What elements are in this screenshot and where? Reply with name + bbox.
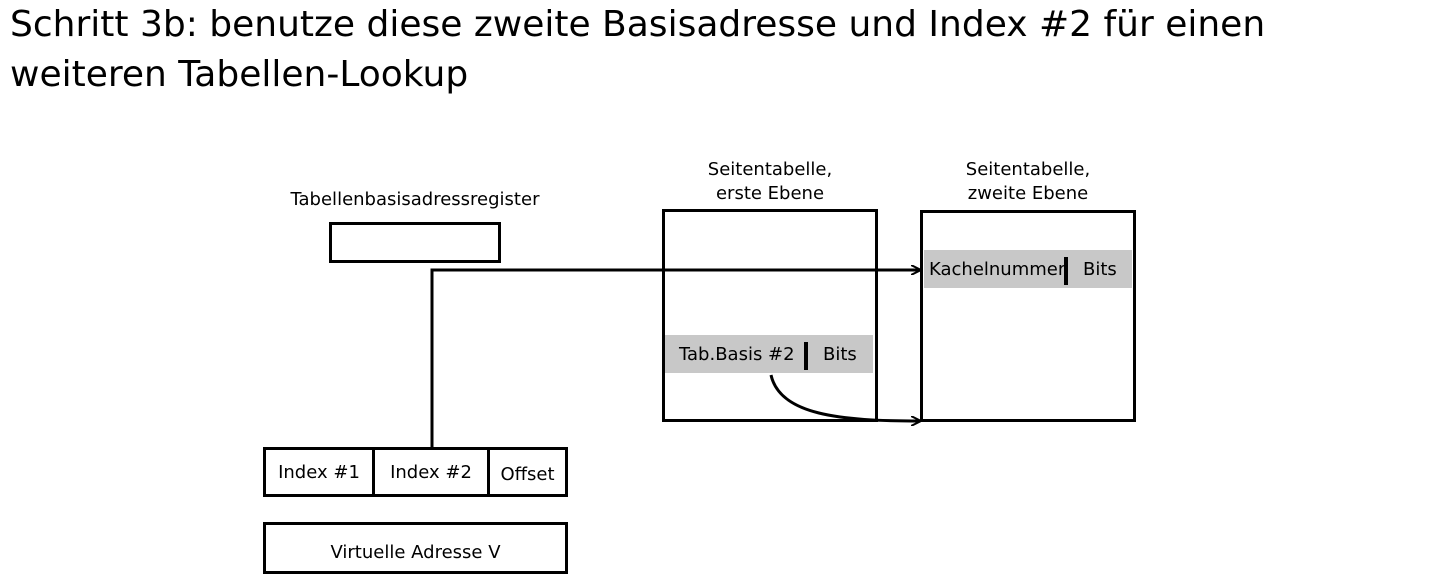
field-index-2: Index #2 — [390, 461, 472, 483]
table2-entry-frame: Kachelnummer — [929, 259, 1066, 280]
slide-title: Schritt 3b: benutze diese zweite Basisad… — [10, 4, 1266, 95]
table1-label-line2: erste Ebene — [715, 183, 825, 204]
register-label: Tabellenbasisadressregister — [290, 189, 540, 210]
table2-label-line1: Seitentabelle, — [965, 159, 1091, 180]
virtual-address-box — [263, 522, 568, 574]
virtual-address-fields — [263, 447, 568, 497]
field-divider-2 — [487, 449, 490, 495]
field-offset: Offset — [500, 463, 555, 485]
table1-label: Seitentabelle, erste Ebene — [670, 158, 870, 206]
table1-entry-divider — [804, 342, 808, 370]
base2-to-table2-arrow — [769, 374, 920, 421]
table2-entry-bits: Bits — [1083, 259, 1117, 280]
table2-entry-divider — [1064, 257, 1068, 285]
table1-entry-base: Tab.Basis #2 — [679, 344, 795, 365]
table1-box — [662, 209, 878, 422]
table2-label: Seitentabelle, zweite Ebene — [928, 158, 1128, 206]
register-box — [329, 222, 501, 263]
field-divider-1 — [372, 449, 375, 495]
table2-label-line2: zweite Ebene — [967, 183, 1089, 204]
table2-box — [920, 210, 1136, 422]
virtual-address-label: Virtuelle Adresse V — [330, 541, 501, 563]
table1-entry-bits: Bits — [823, 344, 857, 365]
table1-entry: Tab.Basis #2 Bits — [665, 335, 873, 373]
field-index-1: Index #1 — [278, 461, 360, 483]
index2-to-frame-arrow — [430, 270, 920, 447]
table1-label-line1: Seitentabelle, — [707, 159, 833, 180]
table2-entry: Kachelnummer Bits — [924, 250, 1132, 288]
